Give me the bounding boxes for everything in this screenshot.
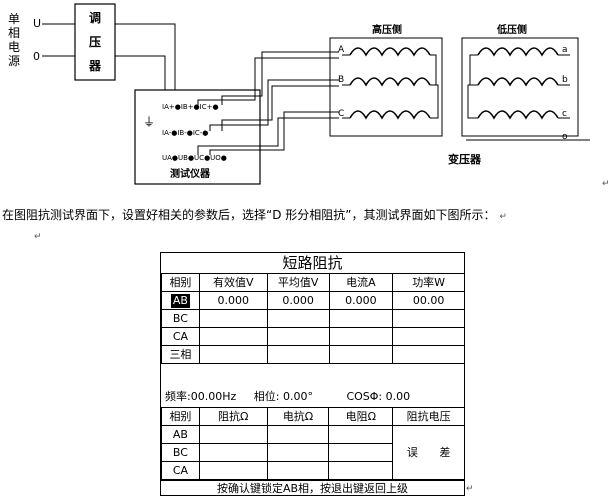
lv-box xyxy=(461,37,579,137)
cell-impedance xyxy=(198,443,268,462)
phase-a: A xyxy=(338,45,345,55)
instrument-bottom-terminals: UA●UB●UC●UO● xyxy=(162,154,227,162)
regulator-label-2: 压 xyxy=(89,35,101,49)
cell-current xyxy=(328,327,394,346)
cell-avg: 0.000 xyxy=(266,291,330,310)
impedance-table: 相别 阻抗Ω 电抗Ω 电阻Ω 阻抗电压 AB 误 差 BC CA xyxy=(161,407,465,480)
cell-avg xyxy=(266,309,330,328)
cell-rms: 0.000 xyxy=(198,291,268,310)
lv-a: a xyxy=(562,45,568,55)
cell-impedance xyxy=(198,461,268,480)
col-resistance: 电阻Ω xyxy=(328,407,394,426)
cell-impedance xyxy=(198,425,268,444)
col-reactance: 电抗Ω xyxy=(266,407,330,426)
cell-power xyxy=(392,309,465,328)
lv-o: o xyxy=(562,132,568,142)
cell-current: 0.000 xyxy=(328,291,394,310)
lv-label: 低压侧 xyxy=(496,23,527,36)
cos-readout: COSΦ: 0.00 xyxy=(346,390,411,403)
source-label-1: 单 xyxy=(8,12,20,26)
source-label-2: 相 xyxy=(8,26,20,40)
cell-power xyxy=(392,327,465,346)
table-row: CA xyxy=(161,327,465,346)
wiring-diagram: 单 相 电 源 U 0 调 压 器 IA+●IB+●IC+● ⏚ IA-●IB-… xyxy=(8,3,610,189)
regulator-label-1: 调 xyxy=(89,11,101,25)
screen-footer: 按确认键锁定AB相，按退出键返回上级 xyxy=(161,480,464,497)
phase-c: C xyxy=(338,109,344,119)
cell-power xyxy=(392,345,465,364)
cell-rms xyxy=(198,309,268,328)
cell-phase: AB xyxy=(161,425,200,444)
cell-phase: CA xyxy=(161,327,200,346)
ground-symbol: ⏚ xyxy=(143,115,155,129)
col-phase: 相别 xyxy=(161,273,200,292)
cell-phase: BC xyxy=(161,443,200,462)
cell-rms xyxy=(198,327,268,346)
cell-phase: 三相 xyxy=(161,345,200,364)
hv-box xyxy=(329,37,443,137)
table-row: AB 0.000 0.000 0.000 00.00 xyxy=(161,291,465,310)
instrument-top-terminals: IA+●IB+●IC+● xyxy=(162,103,219,111)
para-mark-end: ↵ xyxy=(466,484,474,494)
table-row: BC xyxy=(161,443,465,462)
instrument-box xyxy=(134,89,261,185)
col-avg: 平均值V xyxy=(266,273,330,292)
selected-phase[interactable]: AB xyxy=(170,294,190,308)
para-mark: ↵ xyxy=(499,212,507,222)
measure-header-row: 相别 有效值V 平均值V 电流A 功率W xyxy=(161,273,465,292)
terminal-u: U xyxy=(33,17,41,30)
impedance-header-row: 相别 阻抗Ω 电抗Ω 电阻Ω 阻抗电压 xyxy=(161,407,465,426)
impedance-screen: 短路阻抗 相别 有效值V 平均值V 电流A 功率W AB 0.000 0.000… xyxy=(160,252,465,496)
phase-b: B xyxy=(338,75,344,85)
table-row: AB 误 差 xyxy=(161,425,465,480)
regulator-box xyxy=(74,3,116,81)
cell-resistance xyxy=(328,443,394,462)
instruction-paragraph: 在图阻抗测试界面下，设置好相关的参数后，选择“D 形分相阻抗”，其测试界面如下图… xyxy=(2,208,507,222)
cell-current xyxy=(328,309,394,328)
table-row: 三相 xyxy=(161,345,465,364)
col-impedance: 阻抗Ω xyxy=(198,407,268,426)
col-impedance-voltage: 阻抗电压 xyxy=(392,407,465,426)
angle-readout: 相位: 0.00° xyxy=(253,390,313,403)
transformer-label: 变压器 xyxy=(448,152,482,166)
lv-b: b xyxy=(562,75,568,85)
col-rms: 有效值V xyxy=(198,273,268,292)
lv-c: c xyxy=(562,109,567,119)
cell-phase: CA xyxy=(161,461,200,480)
screen-title: 短路阻抗 xyxy=(161,253,464,274)
cell-avg xyxy=(266,327,330,346)
terminal-o: 0 xyxy=(33,50,40,63)
cell-power: 00.00 xyxy=(392,291,465,310)
table-row: CA xyxy=(161,461,465,480)
col-phase-2: 相别 xyxy=(161,407,200,426)
cell-current xyxy=(328,345,394,364)
cell-avg xyxy=(266,345,330,364)
error-label-2: 差 xyxy=(439,446,451,459)
para-mark-indent: ↵ xyxy=(34,232,42,242)
para-mark-top: ↵ xyxy=(602,179,610,189)
cell-reactance xyxy=(266,443,330,462)
cell-resistance xyxy=(328,461,394,480)
col-current: 电流A xyxy=(328,273,394,292)
table-row: BC xyxy=(161,309,465,328)
error-cell: 误 差 xyxy=(392,425,465,480)
source-label-3: 电 xyxy=(8,40,20,54)
col-power: 功率W xyxy=(392,273,465,292)
cell-rms xyxy=(198,345,268,364)
freq-readout: 频率:00.00Hz xyxy=(165,390,237,403)
info-row: 频率:00.00Hz 相位: 0.00° COSΦ: 0.00 xyxy=(165,388,461,406)
source-label-4: 源 xyxy=(8,54,20,68)
cell-resistance xyxy=(328,425,394,444)
cell-reactance xyxy=(266,461,330,480)
regulator-label-3: 器 xyxy=(88,59,102,73)
cell-phase: BC xyxy=(161,309,200,328)
cell-reactance xyxy=(266,425,330,444)
hv-label: 高压侧 xyxy=(372,23,402,36)
phase-ab-selected[interactable]: AB xyxy=(161,291,200,310)
measure-table: 相别 有效值V 平均值V 电流A 功率W AB 0.000 0.000 0.00… xyxy=(161,273,465,364)
error-label-1: 误 xyxy=(406,446,418,459)
instrument-label: 测试仪器 xyxy=(170,167,211,180)
instrument-mid-terminals: IA-●IB-●IC-● xyxy=(162,129,208,137)
